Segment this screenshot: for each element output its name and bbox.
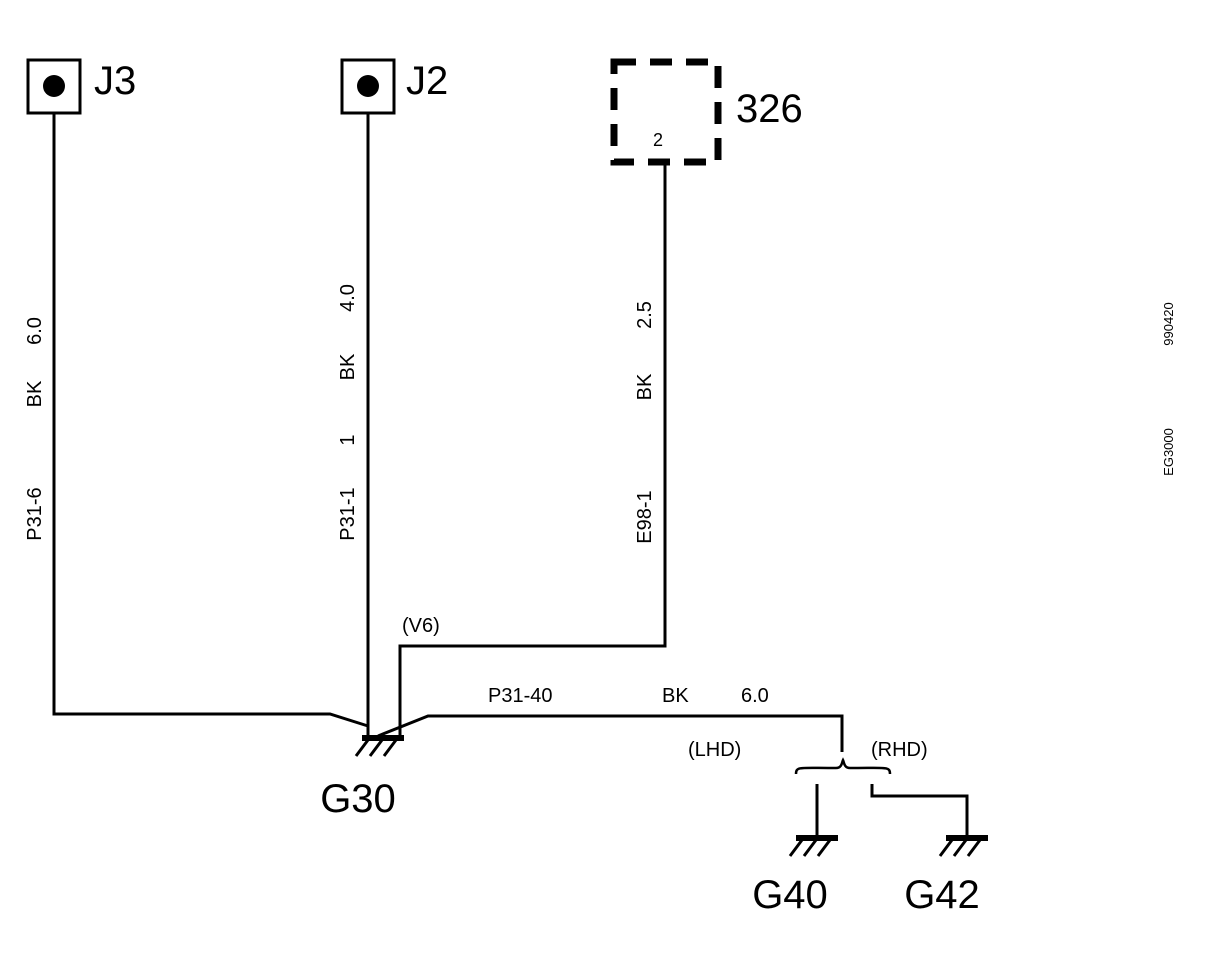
ground-g40-symbol xyxy=(788,835,838,857)
wire-j3-size: 6.0 xyxy=(24,317,46,345)
ground-g42-label: G42 xyxy=(904,873,980,917)
wire-j3 xyxy=(52,113,369,728)
component-326-label: 326 xyxy=(736,87,803,131)
wire-j2-num: 1 xyxy=(337,434,359,445)
ground-g30-symbol xyxy=(354,735,404,757)
component-326-box xyxy=(610,58,722,166)
component-326-pin: 2 xyxy=(653,130,663,150)
connector-j2 xyxy=(340,58,396,115)
sidebar-code-990420: 990420 xyxy=(1161,302,1176,345)
wire-j3-pin: P31-6 xyxy=(24,487,46,540)
note-rhd: (RHD) xyxy=(871,739,928,761)
wire-rhd-branch xyxy=(870,784,969,836)
lhd-rhd-brace xyxy=(794,757,892,775)
wire-326 xyxy=(398,162,667,736)
note-v6: (V6) xyxy=(402,615,440,637)
wire-main-pin: P31-40 xyxy=(488,685,553,707)
ground-g42-symbol xyxy=(938,835,988,857)
connector-j3-label: J3 xyxy=(94,59,136,103)
connector-j3 xyxy=(26,58,82,115)
connector-j2-label: J2 xyxy=(406,59,448,103)
wire-main-color: BK xyxy=(662,685,689,707)
wire-main xyxy=(377,714,844,752)
note-lhd: (LHD) xyxy=(688,739,741,761)
wire-j3-color: BK xyxy=(24,380,46,407)
wire-main-size: 6.0 xyxy=(741,685,769,707)
wire-j2-size: 4.0 xyxy=(337,284,359,312)
wire-326-pin: E98-1 xyxy=(634,490,656,543)
sidebar-code-eg3000: EG3000 xyxy=(1161,428,1176,476)
wire-326-color: BK xyxy=(634,373,656,400)
wire-326-size: 2.5 xyxy=(634,301,656,329)
wire-j2-pin: P31-1 xyxy=(337,487,359,540)
ground-g40-label: G40 xyxy=(752,873,828,917)
wire-j2-color: BK xyxy=(337,353,359,380)
ground-g30-label: G30 xyxy=(320,777,396,821)
